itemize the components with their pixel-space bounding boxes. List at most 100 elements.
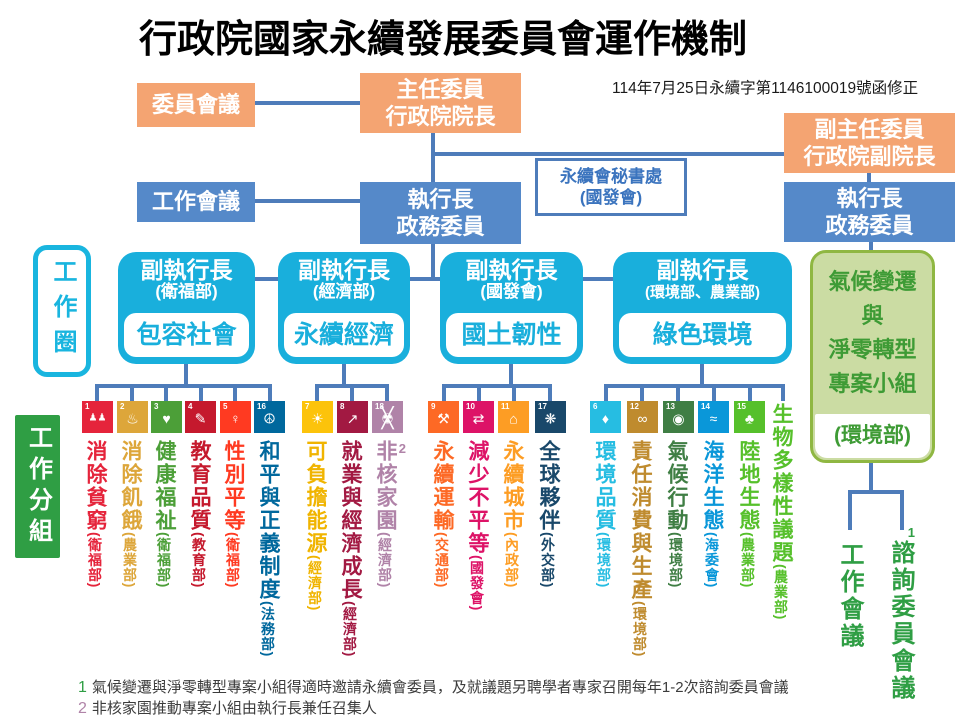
group-label: 氣候行動(環境部) (665, 440, 688, 589)
connector-line (781, 384, 785, 401)
connector-line (900, 490, 904, 530)
connector-line (869, 463, 873, 492)
climate-icon: ◉ (672, 410, 685, 427)
work-circle-label: 工作圈 (49, 258, 76, 364)
chairperson-box: 主任委員 行政院院長 (360, 73, 521, 133)
industry-icon: ⚒ (437, 410, 450, 427)
group-label: 健康福祉(衛福部) (153, 440, 176, 589)
sdg-icon-14: 14≈ (698, 401, 729, 433)
group-label: 責任消費與生產(環境部) (629, 440, 652, 658)
page-title: 行政院國家永續發展委員會運作機制 (138, 19, 747, 61)
connector-line (676, 384, 680, 401)
committee-meeting-label: 委員會議 (151, 92, 240, 118)
connector-line (548, 384, 552, 401)
sdg-icon-5: 5♀ (220, 401, 251, 433)
connector-line (869, 240, 873, 251)
project-line: 氣候變遷 (828, 269, 917, 294)
tree-icon: ♣ (744, 410, 755, 427)
connector-line (700, 362, 704, 386)
connector-line (164, 384, 168, 401)
group-label: 和平與正義制度(法務部) (257, 440, 280, 658)
food-icon: ♨ (126, 410, 139, 427)
connector-line (385, 384, 389, 401)
group-label: 海洋生態(海委會) (701, 440, 724, 589)
group-label: 可負擔能源(經濟部) (304, 440, 327, 612)
water-icon: ♦ (601, 410, 610, 427)
deputy-title: 副執行長 (465, 257, 558, 283)
sdg-icon-4: 4✎ (185, 401, 216, 433)
vice-chairperson-box: 副主任委員 行政院副院長 (784, 113, 955, 173)
connector-line (255, 199, 360, 203)
connector-line (130, 384, 134, 401)
group-label: 全球夥伴(外交部) (537, 440, 560, 589)
connector-line (477, 384, 481, 401)
sdg-icon-18: 18☢╳ (372, 401, 403, 433)
peace-icon: ☮ (263, 410, 276, 427)
footnote-1-marker: 1 (78, 679, 87, 696)
work-circle-box: 工作圈 (33, 245, 91, 377)
connector-line (712, 384, 716, 401)
gender-icon: ♀ (230, 410, 241, 427)
city-icon: ⌂ (509, 410, 518, 427)
equality-icon: ⇄ (472, 410, 485, 427)
work-groups-box: 工作分組 (15, 415, 60, 558)
connector-line (233, 384, 237, 401)
footnote-2-marker: 2 (78, 700, 87, 717)
secretariat-org: (國發會) (579, 188, 643, 207)
footnote-ref-1: 1 (907, 525, 918, 540)
partnership-icon: ❋ (544, 410, 557, 427)
secretariat-box: 永續會秘書處 (國發會) (535, 158, 687, 216)
connector-line (509, 362, 513, 386)
deputy-ministry: (衛福部) (155, 282, 218, 302)
ceo-left-title: 執行長 (407, 186, 474, 212)
sdg-icon-1: 1♟♟ (82, 401, 113, 433)
connector-line (315, 384, 319, 401)
growth-icon: ↗ (346, 410, 359, 427)
deputy-box-economy: 副執行長 (經濟部) 永續經濟 (278, 252, 410, 364)
group-label: 消除貧窮(衛福部) (84, 440, 107, 589)
connector-line (255, 101, 360, 105)
consumption-icon: ∞ (637, 410, 648, 427)
connector-line (848, 490, 904, 494)
group-label: 永續運輸(交通部) (431, 440, 454, 589)
deputy-theme: 國土韌性 (446, 313, 577, 357)
connector-line (442, 384, 446, 401)
deputy-theme: 綠色環境 (619, 313, 786, 357)
deputy-title: 副執行長 (298, 257, 390, 283)
connector-line (748, 384, 752, 401)
deputy-title: 副執行長 (140, 257, 233, 283)
ceo-left-role: 政務委員 (396, 214, 485, 239)
project-line: 淨零轉型 (828, 337, 917, 362)
connector-line (95, 384, 99, 401)
deputy-box-social: 副執行長 (衛福部) 包容社會 (118, 252, 255, 364)
vice-chairperson-role: 行政院副院長 (803, 144, 936, 169)
sdg-icon-2: 2♨ (117, 401, 148, 433)
education-icon: ✎ (194, 410, 207, 427)
sdg-icon-3: 3♥ (151, 401, 182, 433)
sun-energy-icon: ☀ (311, 410, 324, 427)
project-work-meeting: 工作會議 (836, 542, 863, 650)
footnote-1-text: 氣候變遷與淨零轉型專案小組得適時邀請永續會委員，及就議題另聘學者專家召開每年1-… (91, 679, 789, 696)
sdg-icon-13: 13◉ (663, 401, 694, 433)
project-ministry: (環境部) (815, 414, 930, 458)
sdg-icon-17: 17❋ (535, 401, 566, 433)
connector-line (640, 384, 644, 401)
sdg-icon-15: 15♣ (734, 401, 765, 433)
deputy-ministry: (環境部、農業部) (645, 284, 760, 302)
people-icon: ♟♟ (88, 412, 107, 424)
project-line: 專案小組 (828, 371, 917, 396)
chairperson-title: 主任委員 (396, 76, 485, 102)
deputy-theme: 包容社會 (124, 313, 249, 357)
revision-note: 114年7月25日永續字第1146100019號函修正 (612, 80, 919, 97)
connector-line (199, 384, 203, 401)
deputy-theme: 永續經濟 (284, 313, 404, 357)
connector-line (184, 362, 188, 386)
sdg-icon-11: 11⌂ (498, 401, 529, 433)
deputy-box-environment: 副執行長 (環境部、農業部) 綠色環境 (613, 252, 792, 364)
connector-line (867, 171, 871, 183)
deputy-ministry: (經濟部) (312, 282, 376, 302)
group-label: 永續城市(內政部) (501, 440, 524, 589)
